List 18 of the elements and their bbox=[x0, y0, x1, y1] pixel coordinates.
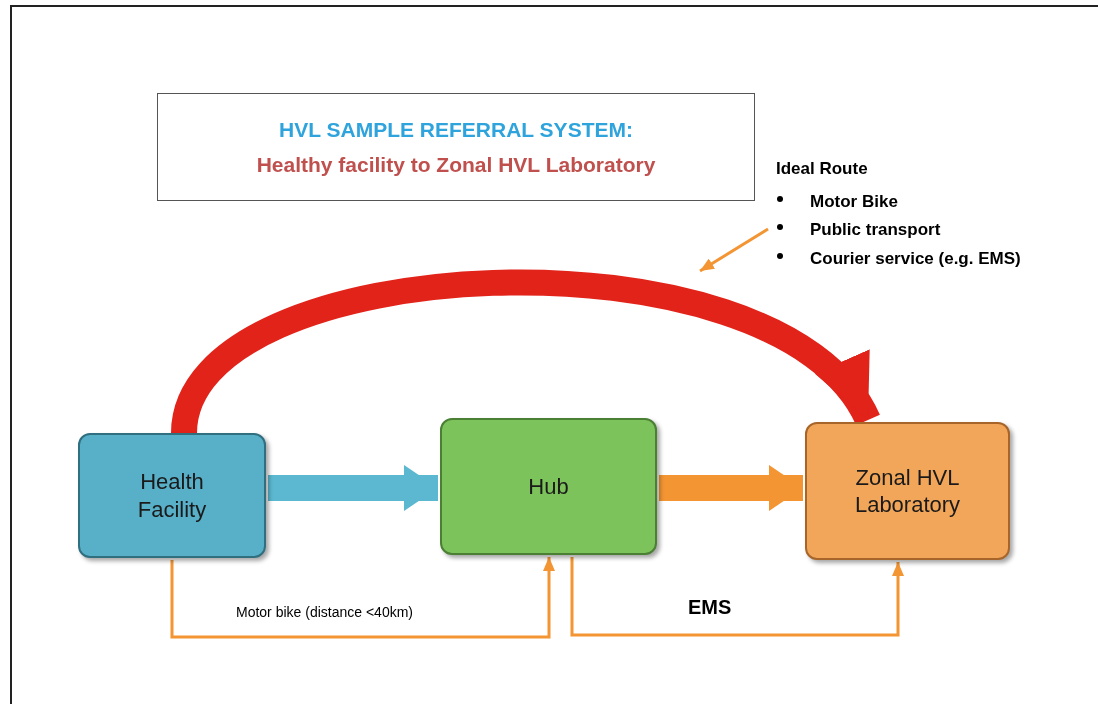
node-label: Zonal HVL Laboratory bbox=[853, 463, 962, 519]
block-arrow bbox=[659, 465, 803, 511]
arrow bbox=[699, 227, 769, 273]
list-item: Motor Bike bbox=[810, 190, 898, 213]
list-item: Courier service (e.g. EMS) bbox=[810, 247, 1021, 270]
arrow bbox=[170, 557, 555, 639]
block-arrow bbox=[268, 465, 438, 511]
title-text: HVL SAMPLE REFERRAL SYSTEM: bbox=[279, 116, 633, 143]
list-item: Public transport bbox=[810, 219, 941, 241]
process-box bbox=[78, 433, 266, 558]
title-box bbox=[157, 93, 755, 201]
list-heading: Ideal Route bbox=[776, 158, 869, 180]
node-label: Health Facility bbox=[136, 468, 208, 523]
node-label: Hub bbox=[527, 472, 570, 501]
process-box bbox=[440, 418, 657, 555]
subtitle-text: Healthy facility to Zonal HVL Laboratory bbox=[256, 152, 656, 178]
process-box bbox=[805, 422, 1010, 560]
arrow bbox=[570, 557, 904, 637]
